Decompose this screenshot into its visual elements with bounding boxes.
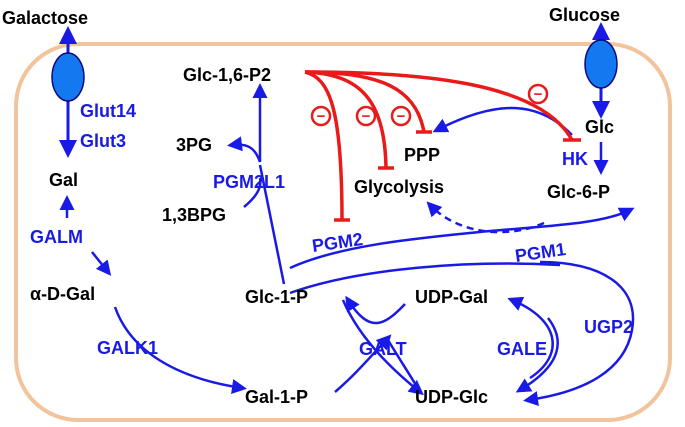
enzyme-glut3: Glut3 — [80, 131, 126, 151]
alpha-d-gal-to-gal-1-p-arrow — [113, 306, 247, 394]
metabolite-udp-gal: UDP-Gal — [415, 287, 488, 307]
udp-gal-to-udp-glc-curve — [515, 317, 559, 393]
metabolite-glc-6-p: Glc-6-P — [547, 182, 610, 202]
metabolite-glc: Glc — [585, 117, 614, 137]
metabolite-udp-glc: UDP-Glc — [415, 387, 488, 407]
svg-text:−: − — [534, 86, 543, 103]
enzyme-glut14: Glut14 — [80, 101, 136, 121]
inhibition-to-hk — [304, 70, 574, 141]
from-1-3bpg-line — [243, 177, 262, 208]
svg-text:−: − — [397, 108, 406, 125]
udp-glc-to-udp-gal-curve — [507, 296, 554, 380]
inhibition-sign-icon-hk: − — [527, 83, 549, 105]
pgm1-arrow — [289, 262, 561, 295]
metabolite-glycolysis: Glycolysis — [354, 177, 444, 197]
glc-6-p-to-glycolysis-dashed — [426, 201, 545, 234]
pgm1-to-ugp2-curve — [523, 260, 635, 407]
pgm2-arrow — [289, 207, 635, 270]
metabolite-glc-1-p: Glc-1-P — [245, 287, 308, 307]
inhibition-sign-icon-glycolysis: − — [355, 105, 377, 127]
glc-1-p-to-pgm2l1-line — [258, 164, 286, 285]
glc-1-p-udp-glc-curve — [341, 299, 424, 396]
metabolite-gal: Gal — [49, 170, 78, 190]
metabolite-galactose: Galactose — [2, 8, 88, 28]
metabolite-ppp: PPP — [404, 145, 440, 165]
enzyme-hk: HK — [562, 149, 588, 169]
metabolite-alpha-d-gal: α-D-Gal — [30, 284, 95, 304]
inhibition-signs: − − − − — [310, 83, 549, 127]
enzyme-gale: GALE — [497, 339, 547, 359]
hk-to-ppp-arrow — [432, 106, 573, 136]
galactose-transporter — [51, 52, 85, 102]
enzyme-ugp2: UGP2 — [584, 317, 633, 337]
gal-1-p-galt-curve — [334, 334, 392, 393]
svg-text:−: − — [362, 108, 371, 125]
to-3pg-arrow — [227, 136, 262, 163]
galm-to-alpha-d-gal-arrow — [91, 251, 112, 276]
galt-to-udp-glc-curve — [386, 339, 422, 393]
metabolite-glucose: Glucose — [549, 5, 620, 25]
svg-text:−: − — [317, 108, 326, 125]
metabolite-glc-1-6-p2: Glc-1,6-P2 — [183, 65, 271, 85]
enzyme-pgm2: PGM2 — [311, 229, 364, 256]
enzyme-galm: GALM — [30, 227, 83, 247]
glucose-transporter — [584, 39, 618, 89]
metabolite-1-3bpg: 1,3BPG — [162, 205, 226, 225]
inhibition-sign-icon-pgm2: − — [310, 105, 332, 127]
enzyme-galt: GALT — [359, 339, 407, 359]
metabolite-3pg: 3PG — [176, 135, 212, 155]
cell-membrane — [14, 42, 672, 422]
enzyme-pgm2l1: PGM2L1 — [213, 172, 285, 192]
metabolite-gal-1-p: Gal-1-P — [245, 387, 308, 407]
udp-gal-to-glc-1-p-curve — [345, 295, 406, 325]
inhibition-to-pgm2 — [304, 70, 344, 221]
enzyme-galk1: GALK1 — [97, 338, 158, 358]
inhibition-sign-icon-ppp: − — [390, 105, 412, 127]
